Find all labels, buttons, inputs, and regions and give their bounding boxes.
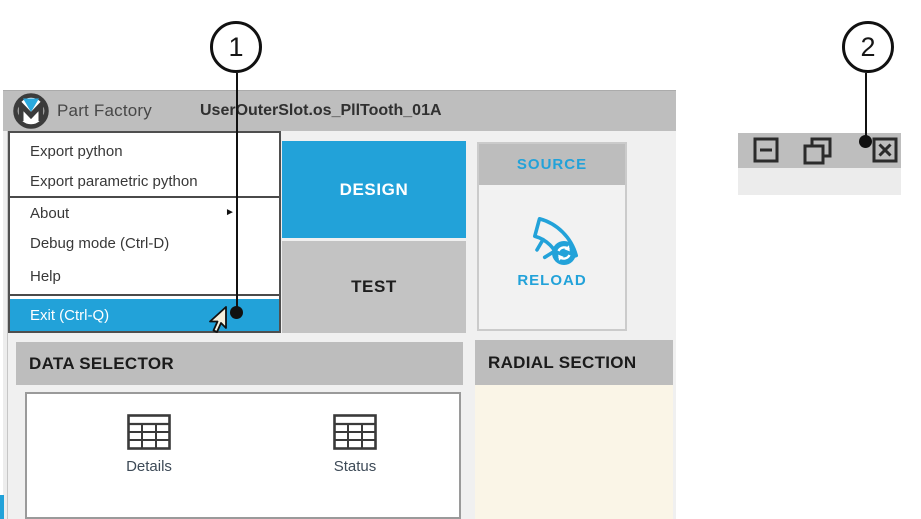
data-selector-item-label: Details [126,458,172,475]
menu-item-export-python[interactable]: Export python [30,142,123,160]
menu-item-label: About [30,204,70,222]
data-selector-item-status[interactable]: Status [285,414,425,475]
app-logo-icon [13,93,49,129]
callout-1-dot [230,306,243,319]
minimize-icon [753,137,779,163]
titlebar: Part Factory UserOuterSlot.os_PllTooth_0… [3,90,676,131]
radial-section-header: RADIAL SECTION [475,340,673,385]
app-name: Part Factory [57,101,152,120]
window-edge-accent [0,495,4,519]
tab-design[interactable]: DESIGN [282,141,466,238]
data-selector-item-label: Status [333,458,377,475]
reload-button-label: RELOAD [517,272,587,289]
callout-2-line [865,73,867,136]
source-panel: SOURCE RELOAD [477,142,627,331]
radial-section-body [475,385,673,519]
menu-separator [10,196,279,198]
callout-2-number: 2 [860,31,876,62]
menu-item-export-parametric-python[interactable]: Export parametric python [30,172,198,190]
menu-item-debug-mode[interactable]: Debug mode (Ctrl-D) [30,234,170,252]
close-icon [872,137,898,163]
document-title: UserOuterSlot.os_PllTooth_01A [199,102,442,119]
submenu-arrow-icon: ► [225,207,235,218]
source-panel-title: SOURCE [479,144,625,185]
reload-button[interactable]: RELOAD [479,185,625,289]
table-icon [333,414,377,450]
tab-test[interactable]: TEST [282,241,466,333]
cursor-icon [198,305,228,335]
menu-separator [10,294,279,296]
restore-button[interactable] [802,137,834,165]
callout-2-dot [859,135,872,148]
reload-slot-tooth-icon [533,217,578,265]
data-selector-box: Details Status [25,392,461,519]
callout-1-number: 1 [228,31,244,62]
window-controls-bar [738,133,901,168]
close-button[interactable] [872,137,898,163]
data-selector-header: DATA SELECTOR [16,342,463,385]
menu-item-help[interactable]: Help [30,267,61,285]
table-icon [127,414,171,450]
window-left-edge [3,90,8,519]
context-menu: Export python Export parametric python A… [8,131,281,333]
menu-item-about[interactable]: About ► [10,198,279,228]
callout-1-line [236,73,238,308]
callout-1-circle: 1 [210,21,262,73]
window-controls-subarea [738,168,901,195]
data-selector-item-details[interactable]: Details [79,414,219,475]
callout-2-circle: 2 [842,21,894,73]
minimize-button[interactable] [753,137,779,163]
restore-icon [803,137,832,165]
